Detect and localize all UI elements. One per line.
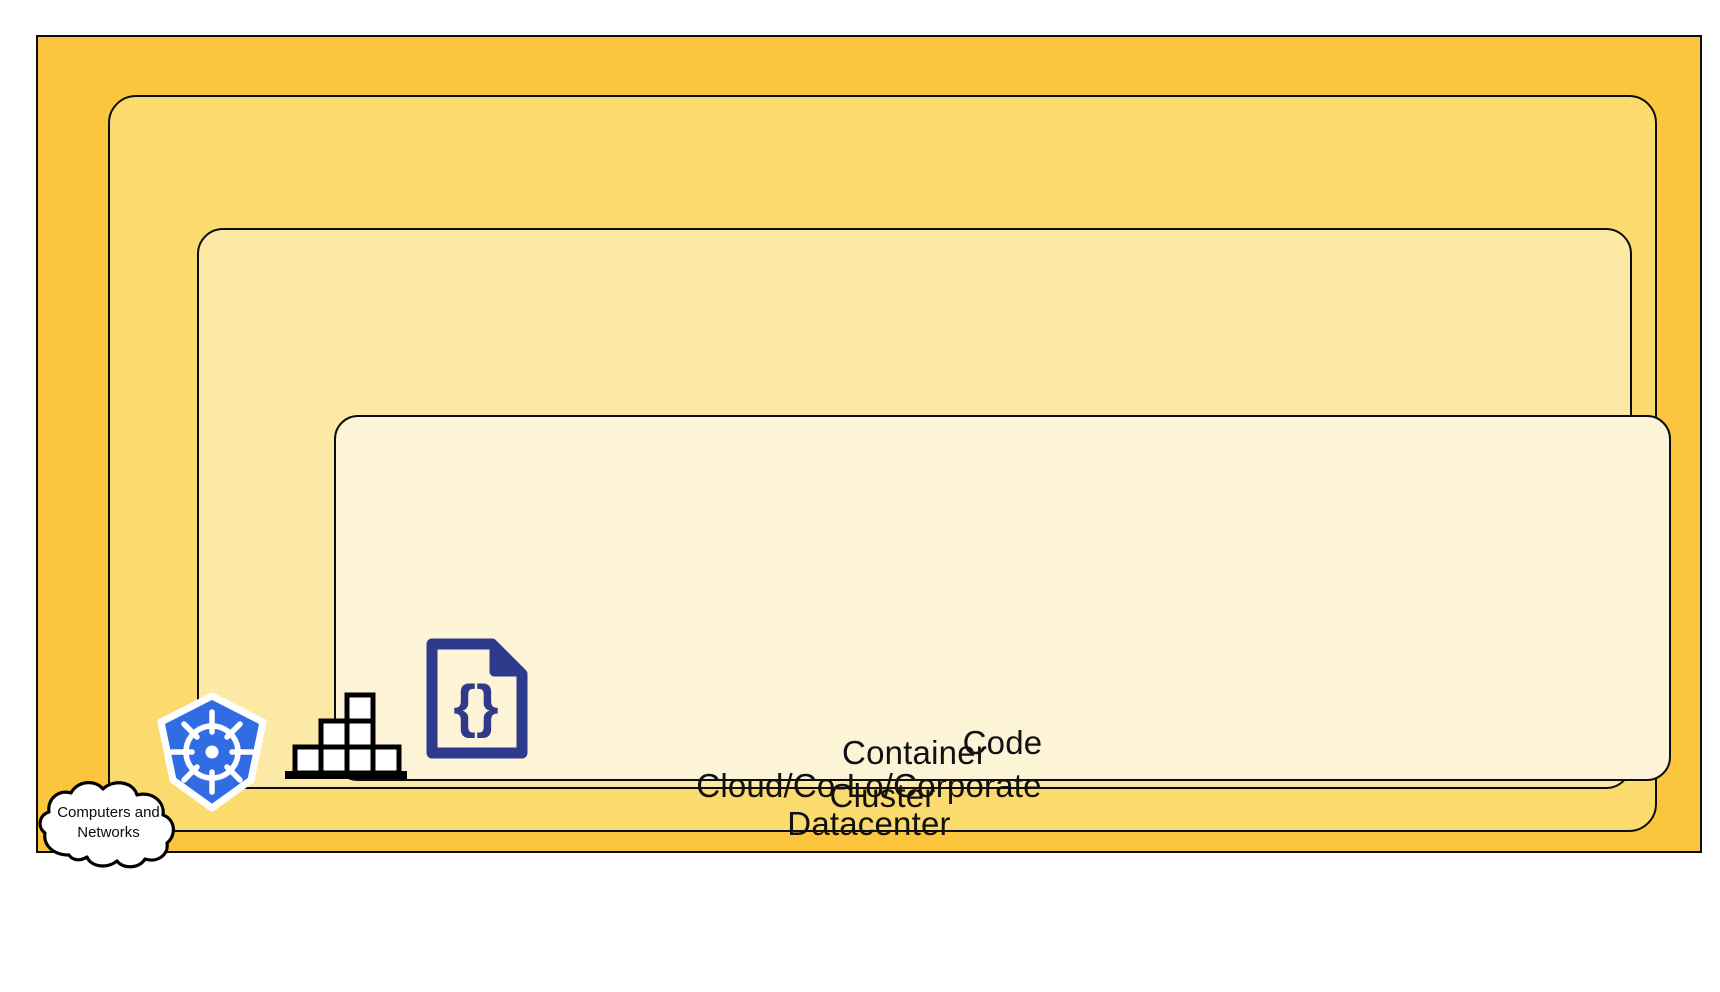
container-blocks-icon [281,689,411,779]
svg-text:{}: {} [453,674,498,739]
layer-datacenter[interactable]: {} Code [36,35,1702,853]
json-document-icon: {} [422,636,530,761]
layer-label-code: Code [962,724,1043,761]
layer-code[interactable]: {} Code [334,415,1671,781]
layer-cluster[interactable]: {} Code [108,95,1671,832]
kubernetes-helm-icon [152,692,272,812]
cloud-computers-networks[interactable]: Computers and Networks [31,775,186,870]
layer-container[interactable]: {} Code [197,228,1671,789]
cloud-icon [38,781,175,869]
